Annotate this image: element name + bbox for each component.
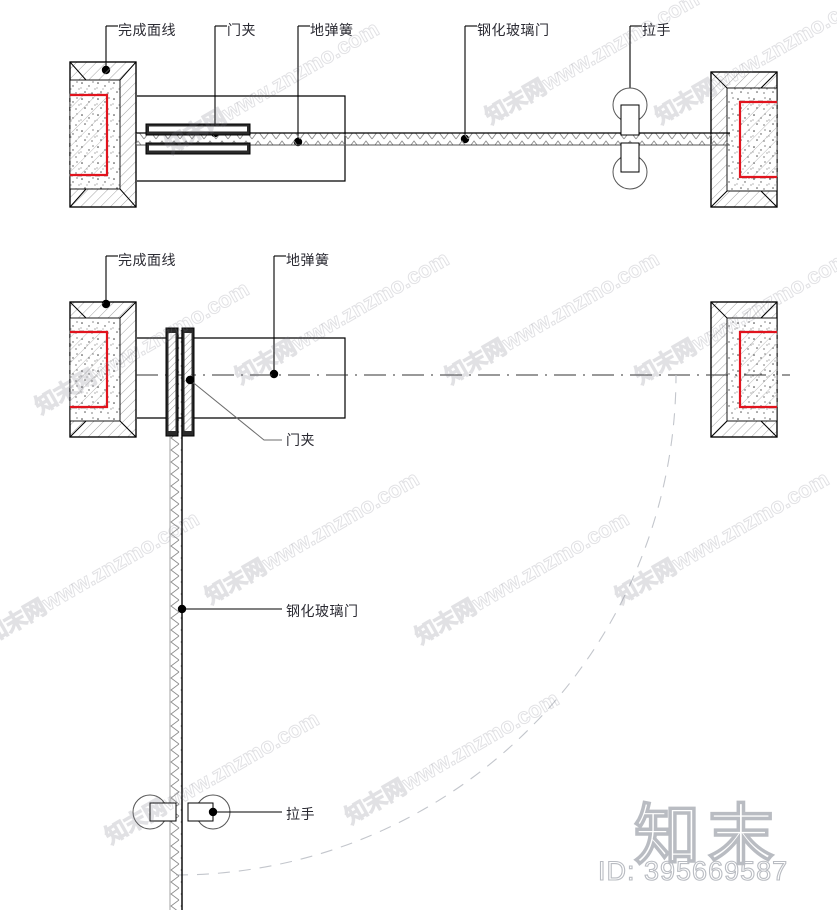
wall-right-elevation [710,301,778,438]
brand-logo-text: 知末 [633,797,782,872]
label-tempered-glass-door-elevation: 钢化玻璃门 [286,605,359,620]
elevation-view [69,255,790,910]
door-swing-arc [175,374,677,876]
pull-handle-plan [612,87,648,190]
door-clamp-leader [185,375,282,441]
label-pull-handle-elevation: 拉手 [286,808,315,823]
label-floor-spring-plan: 地弹簧 [310,24,354,39]
wall-left-elevation [69,301,137,438]
wall-right-plan [710,71,778,208]
floor-spring-box-elevation [137,337,346,419]
asset-id-text: ID: 395669587 [597,855,789,886]
label-finished-face-line-plan: 完成面线 [118,24,176,39]
plan-view [69,25,778,208]
label-door-clamp-elevation: 门夹 [286,434,315,449]
label-pull-handle-plan: 拉手 [642,24,671,39]
wall-left-plan [69,61,137,208]
pull-handle-elevation [132,794,282,830]
elevation-leader-lines [105,255,286,374]
door-clamp-plan [145,123,251,155]
label-tempered-glass-door-plan: 钢化玻璃门 [477,24,550,39]
label-floor-spring-elevation: 地弹簧 [286,254,330,269]
label-finished-face-line-elevation: 完成面线 [118,254,176,269]
glass-door-leader-elevation [177,604,282,614]
label-door-clamp-plan: 门夹 [227,24,256,39]
